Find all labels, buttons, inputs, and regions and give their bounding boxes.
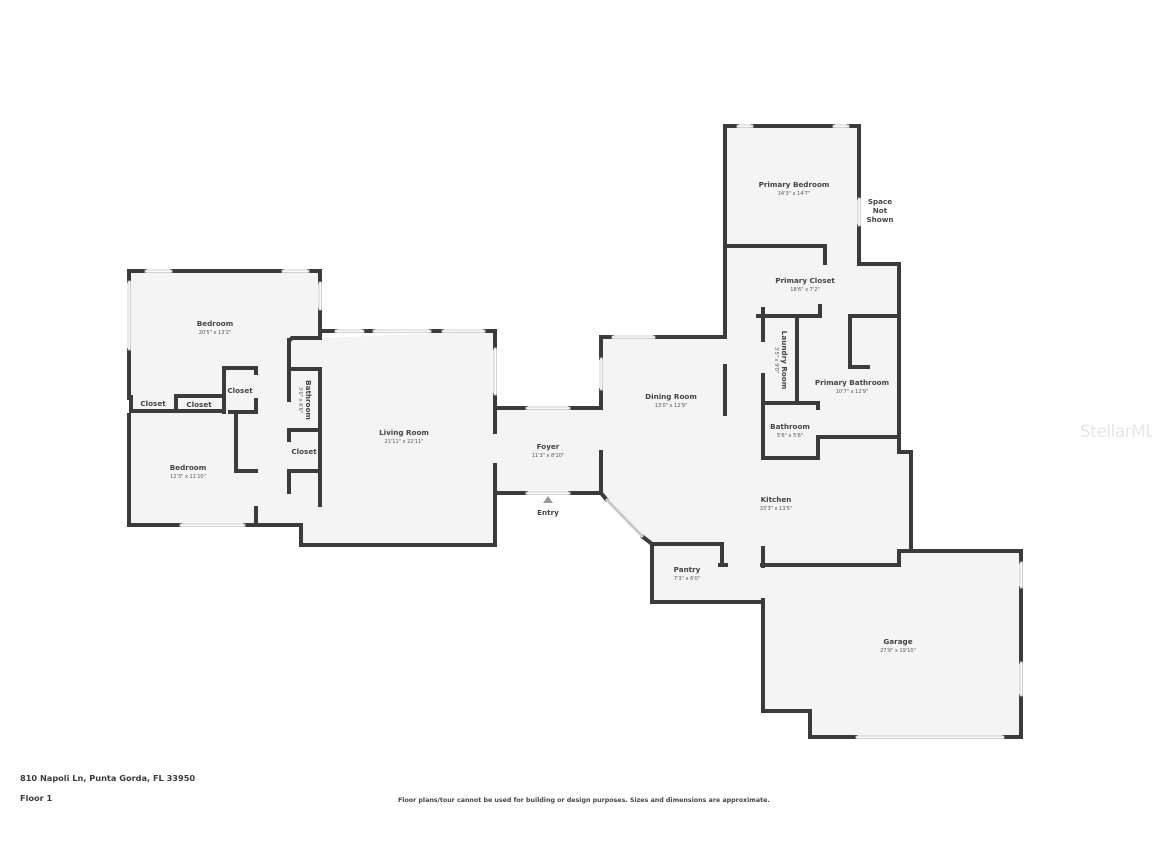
room-bedroom-2-dim: 12'3" x 11'10" bbox=[170, 474, 206, 480]
room-dining-room-name: Dining Room bbox=[645, 392, 697, 401]
room-living-room-name: Living Room bbox=[379, 428, 429, 437]
room-closet-c-name: Closet bbox=[227, 386, 253, 395]
floor-label: Floor 1 bbox=[20, 793, 53, 803]
room-bathroom-small-dim: 3'0" x 6'6" bbox=[297, 387, 303, 413]
room-primary-bathroom-dim: 10'7" x 12'9" bbox=[836, 389, 869, 395]
room-closet-a-name: Closet bbox=[140, 399, 166, 408]
space-not-shown-line1: Space bbox=[868, 197, 892, 206]
room-closet-b-name: Closet bbox=[186, 400, 212, 409]
room-primary-closet-dim: 18'6" x 7'2" bbox=[790, 287, 819, 293]
room-dining-room-dim: 13'0" x 12'9" bbox=[655, 403, 688, 409]
room-bathroom-small-name: Bathroom bbox=[304, 380, 313, 420]
room-closet-d-name: Closet bbox=[291, 447, 317, 456]
room-labels: Bedroom 20'5" x 13'2" Closet Closet Clos… bbox=[140, 180, 916, 654]
room-kitchen-dim: 33'3" x 13'5" bbox=[760, 506, 793, 512]
watermark: StellarMLS bbox=[1080, 422, 1152, 442]
room-pantry-name: Pantry bbox=[674, 565, 701, 574]
space-not-shown-line3: Shown bbox=[867, 215, 894, 224]
room-primary-bathroom-name: Primary Bathroom bbox=[815, 378, 889, 387]
room-bathroom-dim: 5'6" x 5'6" bbox=[777, 433, 803, 439]
room-primary-closet-name: Primary Closet bbox=[775, 276, 835, 285]
room-bedroom-2-name: Bedroom bbox=[170, 463, 206, 472]
room-bathroom-name: Bathroom bbox=[770, 422, 810, 431]
room-garage-dim: 27'9" x 19'10" bbox=[880, 648, 916, 654]
disclaimer: Floor plans/tour cannot be used for buil… bbox=[398, 797, 770, 804]
room-pantry-dim: 7'3" x 6'0" bbox=[674, 576, 700, 582]
room-kitchen-name: Kitchen bbox=[761, 495, 792, 504]
room-living-room-dim: 21'11" x 22'11" bbox=[385, 439, 424, 445]
room-entry-name: Entry bbox=[537, 508, 559, 517]
room-foyer-name: Foyer bbox=[537, 442, 560, 451]
floor-fills bbox=[129, 126, 1021, 737]
space-not-shown-line2: Not bbox=[873, 206, 888, 215]
windows bbox=[127, 124, 1023, 739]
walls bbox=[127, 124, 1023, 739]
room-bedroom-1-dim: 20'5" x 13'2" bbox=[199, 330, 232, 336]
entry-arrow-icon bbox=[543, 496, 553, 503]
room-primary-bedroom-dim: 14'3" x 14'7" bbox=[778, 191, 811, 197]
property-address: 810 Napoli Ln, Punta Gorda, FL 33950 bbox=[20, 773, 196, 783]
room-laundry-room-dim: 3'5" x 9'0" bbox=[773, 347, 779, 373]
room-foyer-dim: 11'3" x 8'10" bbox=[532, 453, 565, 459]
room-garage-name: Garage bbox=[883, 637, 912, 646]
room-bedroom-1-name: Bedroom bbox=[197, 319, 233, 328]
room-laundry-room-name: Laundry Room bbox=[780, 331, 789, 389]
room-primary-bedroom-name: Primary Bedroom bbox=[759, 180, 830, 189]
